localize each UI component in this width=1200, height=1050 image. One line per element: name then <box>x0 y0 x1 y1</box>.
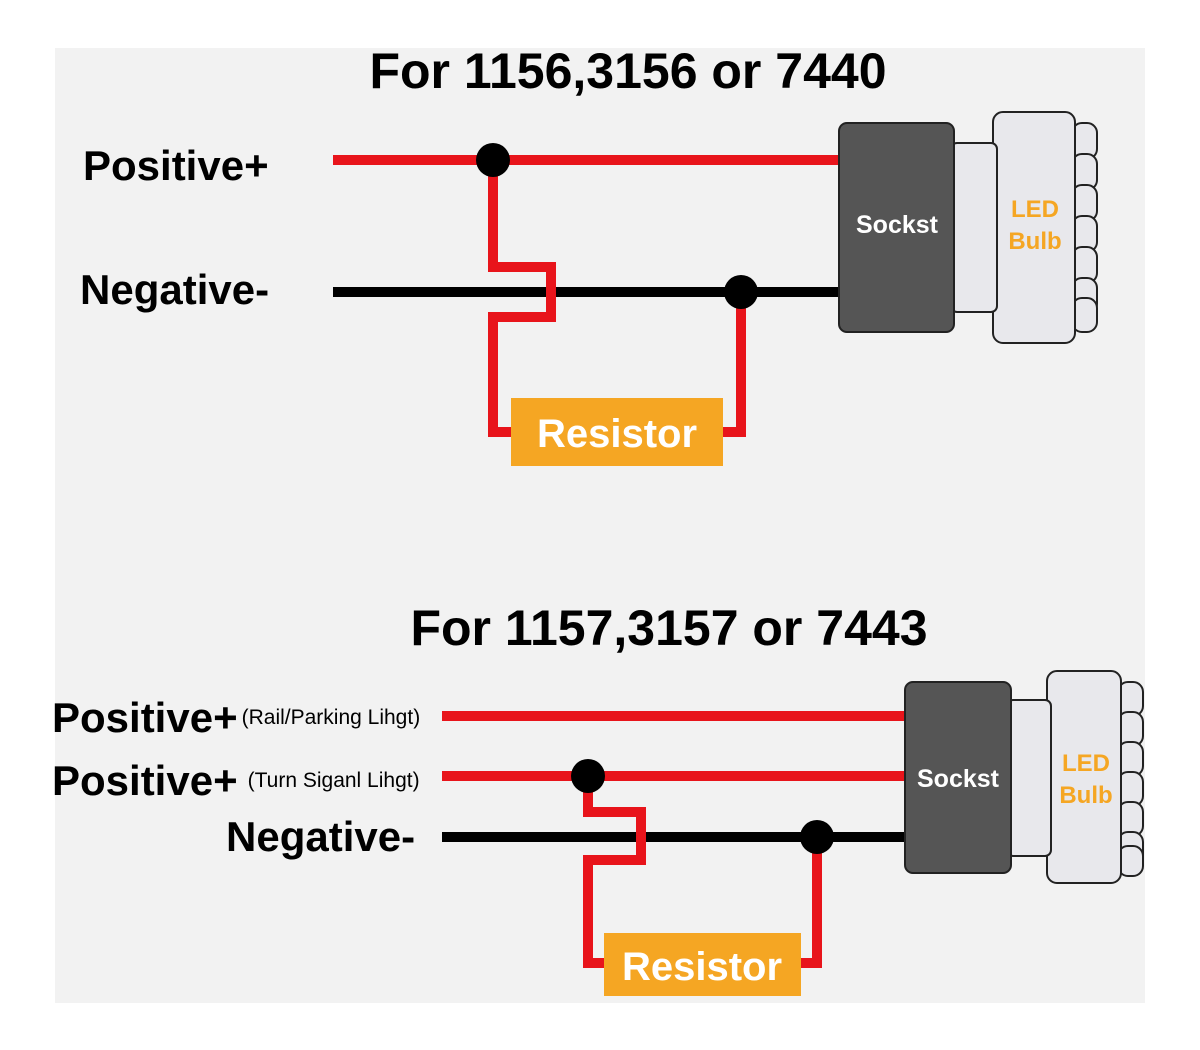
diagram-1: For 1156,3156 or 7440 Positive+ Negative… <box>80 43 1098 466</box>
bulb-label-line2: Bulb <box>1008 228 1061 255</box>
junction-dot-positive-2 <box>571 759 605 793</box>
led-bulb: LED Bulb <box>992 111 1098 344</box>
resistor-label: Resistor <box>537 412 697 456</box>
positive-2-label: Positive+ <box>52 757 238 804</box>
socket-2 <box>904 681 1012 874</box>
led-bulb-2: LED Bulb <box>1046 670 1144 884</box>
diagram-2: For 1157,3157 or 7443 Positive+ (Rail/Pa… <box>52 600 1144 996</box>
resistor-2 <box>604 933 801 996</box>
positive-1-label: Positive+ <box>52 694 238 741</box>
resistor <box>511 398 723 466</box>
positive-2-label-group: Positive+ (Turn Siganl Lihgt) <box>52 757 420 804</box>
bulb-label-line2-2: Bulb <box>1059 782 1112 809</box>
resistor-label-2: Resistor <box>622 945 782 989</box>
socket-label-2: Sockst <box>917 765 1000 793</box>
negative-label-2: Negative- <box>226 813 415 860</box>
resistor-lead-positive-2 <box>583 776 646 968</box>
resistor-lead-negative-2 <box>797 837 822 968</box>
diagram-2-title: For 1157,3157 or 7443 <box>410 600 927 656</box>
socket-label: Sockst <box>856 211 939 239</box>
positive-1-label-group: Positive+ (Rail/Parking Lihgt) <box>52 694 420 741</box>
positive-1-note: (Rail/Parking Lihgt) <box>242 706 421 729</box>
socket <box>838 122 955 333</box>
positive-2-note: (Turn Siganl Lihgt) <box>248 769 420 792</box>
bulb-base-2 <box>1006 699 1052 857</box>
junction-dot-negative-2 <box>800 820 834 854</box>
positive-label: Positive+ <box>83 142 269 189</box>
junction-dot-positive <box>476 143 510 177</box>
resistor-lead-positive <box>488 160 556 437</box>
junction-dot-negative <box>724 275 758 309</box>
bulb-label-line1-2: LED <box>1062 750 1110 777</box>
resistor-lead-negative <box>719 292 746 437</box>
bulb-label-line1: LED <box>1011 196 1059 223</box>
negative-label: Negative- <box>80 266 269 313</box>
bulb-base <box>950 142 998 313</box>
diagram-1-title: For 1156,3156 or 7440 <box>369 43 886 99</box>
